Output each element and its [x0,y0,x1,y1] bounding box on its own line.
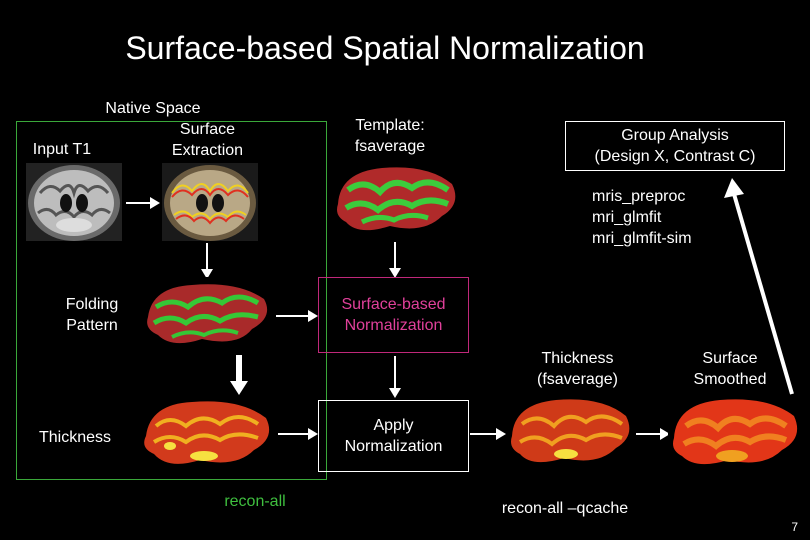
arrow-normalization-to-apply [389,356,401,398]
input-t1-label: Input T1 [32,141,92,158]
thickness-native-brain-image [140,396,276,472]
thickness-fsaverage-brain-image [506,394,634,472]
surface-smoothed-label: Surface Smoothed [693,350,767,388]
arrow-t1-to-extraction [126,197,160,209]
surface-extraction-label: Surface Extraction [171,121,244,159]
surface-based-normalization-box [318,277,469,353]
input-t1-mri-image [26,163,122,241]
arrow-thickness-to-smoothed [636,428,670,440]
arrow-apply-to-thickness-fsaverage [470,428,506,440]
folding-pattern-label: Folding Pattern [65,296,119,334]
apply-normalization-label: Apply Normalization [344,417,443,455]
recon-all-label: recon-all [224,493,286,510]
template-fsaverage-brain-image [332,160,460,240]
arrow-extraction-to-folding [201,243,213,279]
group-analysis-label: Group Analysis (Design X, Contrast C) [594,127,756,165]
slide-title: Surface-based Spatial Normalization [125,30,645,66]
apply-normalization-box [318,400,469,472]
surface-extraction-mri-image [162,163,258,241]
thickness-fsaverage-label: Thickness (fsaverage) [537,350,618,388]
arrow-folding-to-normalization [276,310,318,322]
page-number: 7 [791,520,798,534]
surface-based-normalization-label: Surface-based Normalization [341,296,446,334]
template-label: Template: fsaverage [354,117,426,155]
arrow-template-to-normalization [389,242,401,278]
mris-commands-label: mris_preproc mri_glmfit mri_glmfit-sim [592,188,692,247]
surface-smoothed-brain-image [668,394,802,474]
arrow-thickness-to-apply [278,428,318,440]
thickness-label: Thickness [38,429,112,446]
arrow-smoothed-to-group-analysis [724,178,794,395]
native-space-box [16,121,327,480]
group-analysis-box [565,121,785,171]
arrow-folding-to-thickness [230,355,248,395]
native-space-label: Native Space [105,100,201,117]
recon-all-qcache-label: recon-all –qcache [501,500,629,517]
folding-pattern-brain-image [142,277,274,353]
